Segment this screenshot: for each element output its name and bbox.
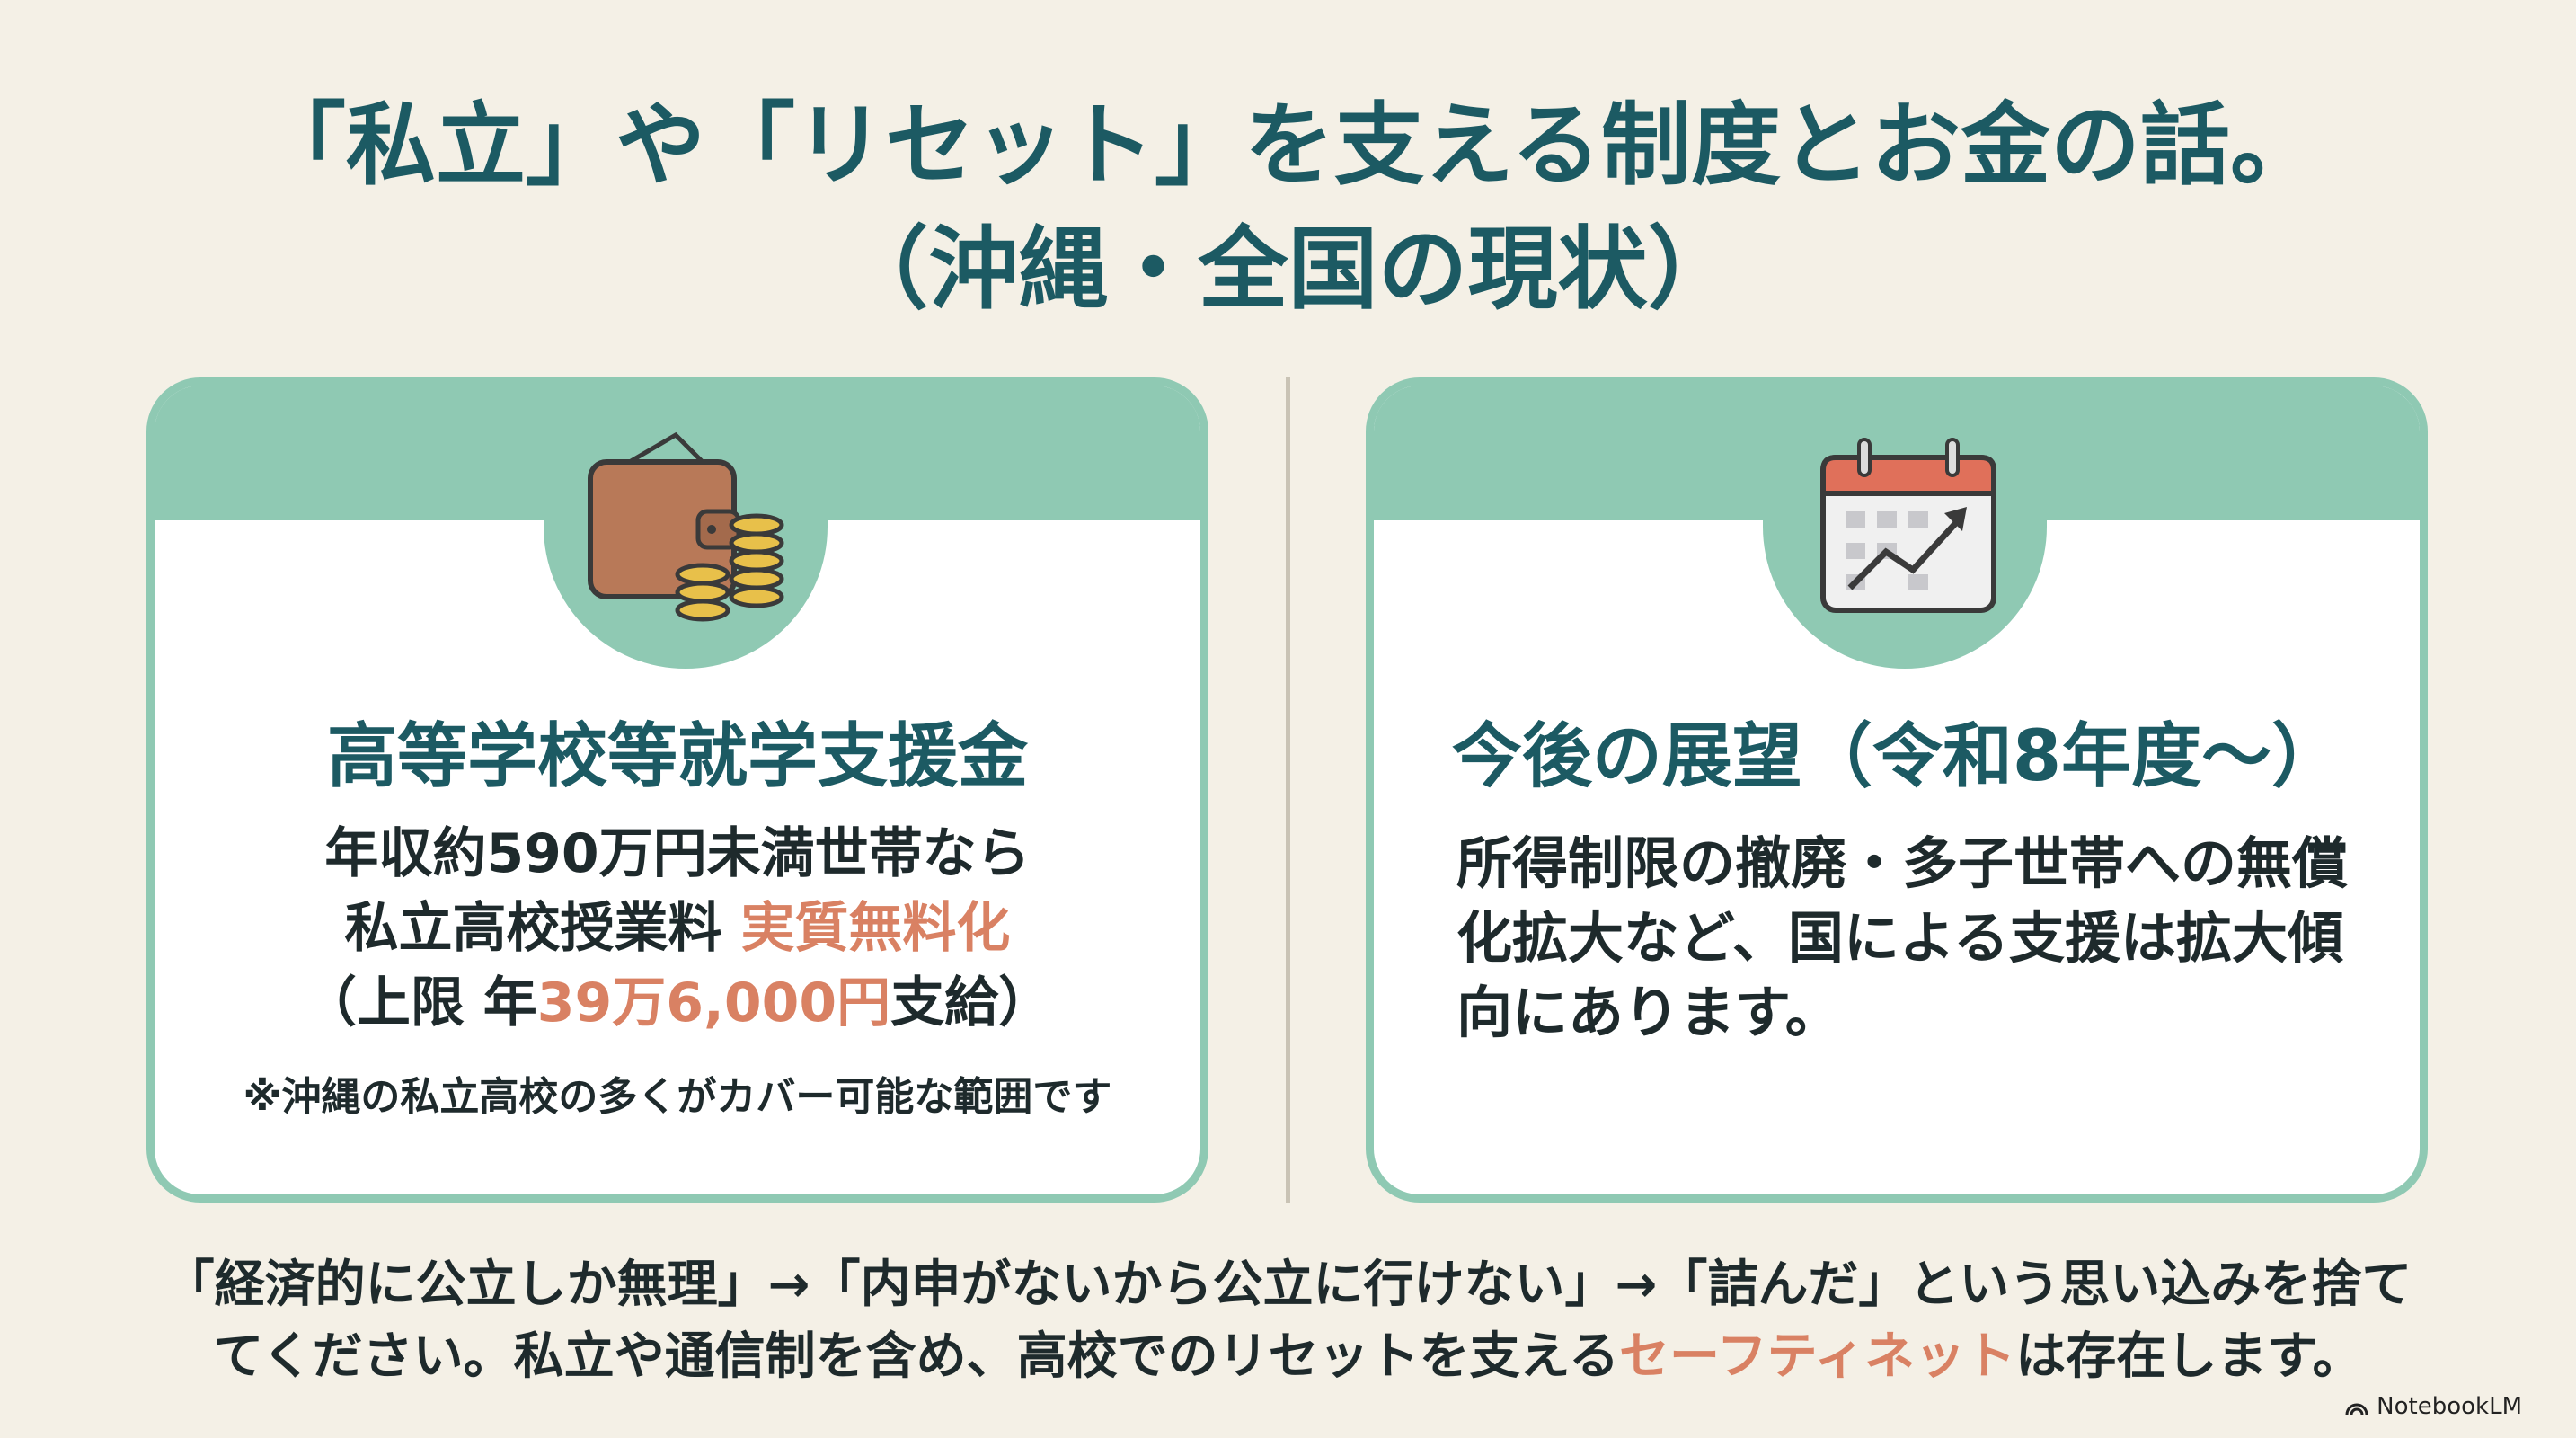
highlight-text: 実質無料化 (740, 897, 1011, 960)
closing-message: 「経済的に公立しか無理」→「内申がないから公立に行けない」→「詰んだ」という思い… (0, 1249, 2576, 1393)
wallet-coins-icon (588, 431, 784, 622)
card-note: ※沖縄の私立高校の多くがカバー可能な範囲です (243, 1074, 1112, 1120)
page-title: 「私立」や「リセット」を支える制度とお金の話。 (256, 93, 2320, 198)
card-body: 年収約590万円未満世帯なら 私立高校授業料 実質無料化 （上限 年39万6,0… (155, 817, 1200, 1041)
body-text: （上限 年 (302, 972, 537, 1034)
divider (1286, 377, 1290, 1203)
card-heading: 高等学校等就学支援金 (326, 716, 1028, 797)
outlook-card: 今後の展望（令和8年度～） 所得制限の撤廃・多子世帯への無償化拡大など、国による… (1366, 377, 2428, 1203)
body-text: 支給） (890, 972, 1053, 1034)
support-fund-card: 高等学校等就学支援金 年収約590万円未満世帯なら 私立高校授業料 実質無料化 … (146, 377, 1208, 1203)
closing-text: は存在します。 (2015, 1327, 2363, 1386)
card-body: 所得制限の撤廃・多子世帯への無償化拡大など、国による支援は拡大傾向にあります。 (1456, 830, 2349, 1045)
closing-text: てください。私立や通信制を含め、高校でのリセットを支える (213, 1327, 1619, 1386)
page-subtitle: （沖縄・全国の現状） (838, 217, 1738, 322)
body-line: 私立高校授業料 実質無料化 (155, 892, 1200, 966)
body-line: 年収約590万円未満世帯なら (324, 822, 1031, 885)
highlight-text: セーフティネット (1618, 1327, 2016, 1386)
notebooklm-icon (2345, 1403, 2368, 1416)
body-line: （上限 年39万6,000円支給） (155, 966, 1200, 1041)
closing-line: 「経済的に公立しか無理」→「内申がないから公立に行けない」→「詰んだ」という思い… (164, 1256, 2412, 1314)
calendar-trend-icon (1820, 438, 1996, 613)
closing-line: てください。私立や通信制を含め、高校でのリセットを支えるセーフティネットは存在し… (0, 1321, 2576, 1393)
notebooklm-logo: NotebookLM (2344, 1393, 2522, 1420)
body-text: 私立高校授業料 (344, 897, 741, 960)
card-heading: 今後の展望（令和8年度～） (1451, 716, 2342, 797)
highlight-amount: 39万6,000円 (536, 972, 891, 1034)
brand-name: NotebookLM (2377, 1393, 2522, 1420)
